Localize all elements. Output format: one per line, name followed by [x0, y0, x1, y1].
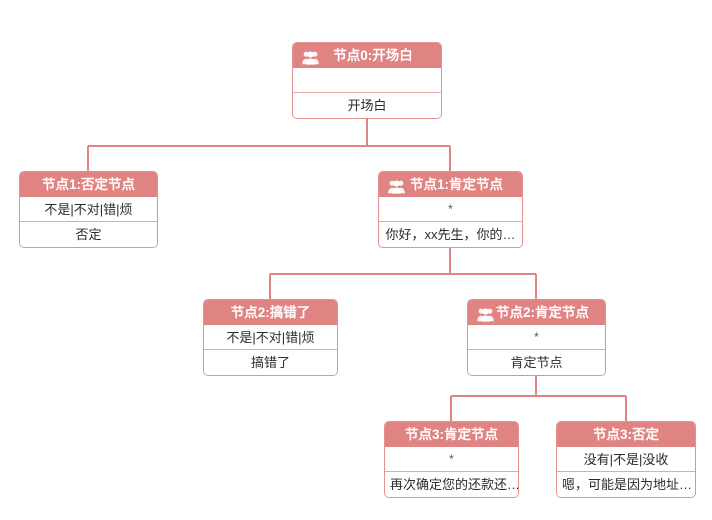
node-condition-node2-wrong: 不是|不对|错|烦	[204, 325, 337, 350]
node-condition-node2-pos: *	[468, 325, 605, 350]
node-header-node1-neg: 节点1:否定节点	[20, 172, 157, 197]
flow-node-node1-neg[interactable]: 节点1:否定节点 不是|不对|错|烦 否定	[19, 171, 158, 248]
users-icon	[302, 48, 319, 65]
flow-node-node2-wrong[interactable]: 节点2:搞错了 不是|不对|错|烦 搞错了	[203, 299, 338, 376]
node-reply-node0: 开场白	[293, 93, 441, 118]
flow-node-node1-pos[interactable]: 节点1:肯定节点 * 你好，xx先生，你的…	[378, 171, 523, 248]
node-title: 节点2:搞错了	[230, 305, 311, 320]
flow-node-node2-pos[interactable]: 节点2:肯定节点 * 肯定节点	[467, 299, 606, 376]
node-title: 节点1:否定节点	[41, 177, 135, 192]
node-reply-node3-neg: 嗯，可能是因为地址…	[557, 472, 695, 497]
node-header-node2-wrong: 节点2:搞错了	[204, 300, 337, 325]
node-reply-node2-wrong: 搞错了	[204, 350, 337, 375]
node-condition-node3-pos: *	[385, 447, 518, 472]
node-condition-node3-neg: 没有|不是|没收	[557, 447, 695, 472]
node-header-node2-pos: 节点2:肯定节点	[468, 300, 605, 325]
node-title: 节点0:开场白	[333, 48, 413, 63]
flow-node-node0[interactable]: 节点0:开场白 开场白	[292, 42, 442, 119]
node-reply-node1-neg: 否定	[20, 222, 157, 247]
node-reply-node3-pos: 再次确定您的还款还…	[385, 472, 518, 497]
flow-node-node3-neg[interactable]: 节点3:否定 没有|不是|没收 嗯，可能是因为地址…	[556, 421, 696, 498]
node-header-node3-pos: 节点3:肯定节点	[385, 422, 518, 447]
node-condition-node1-pos: *	[379, 197, 522, 222]
node-reply-node1-pos: 你好，xx先生，你的…	[379, 222, 522, 247]
flow-node-node3-pos[interactable]: 节点3:肯定节点 * 再次确定您的还款还…	[384, 421, 519, 498]
node-title: 节点3:肯定节点	[404, 427, 498, 442]
node-title: 节点1:肯定节点	[409, 177, 503, 192]
node-title: 节点3:否定	[592, 427, 659, 442]
node-condition-node0	[293, 68, 441, 93]
node-header-node0: 节点0:开场白	[293, 43, 441, 68]
node-header-node1-pos: 节点1:肯定节点	[379, 172, 522, 197]
node-header-node3-neg: 节点3:否定	[557, 422, 695, 447]
users-icon	[388, 177, 405, 194]
node-title: 节点2:肯定节点	[495, 305, 589, 320]
users-icon	[477, 305, 494, 322]
node-reply-node2-pos: 肯定节点	[468, 350, 605, 375]
node-condition-node1-neg: 不是|不对|错|烦	[20, 197, 157, 222]
